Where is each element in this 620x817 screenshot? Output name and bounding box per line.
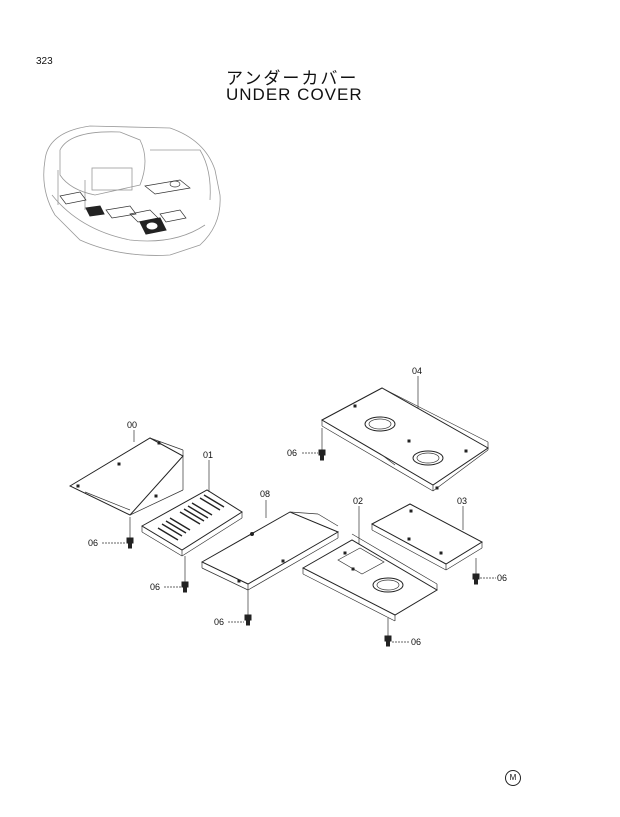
callout-06: 06 xyxy=(287,448,297,458)
title-japanese: アンダーカバー xyxy=(226,69,359,89)
bolt xyxy=(181,556,189,593)
callout-01: 01 xyxy=(203,450,213,460)
callout-03: 03 xyxy=(457,496,467,506)
title-english: UNDER COVER xyxy=(226,85,363,104)
part-01-grille-panel xyxy=(140,460,243,557)
callout-06: 06 xyxy=(150,582,160,592)
callout-02: 02 xyxy=(353,496,363,506)
bolt xyxy=(472,558,480,585)
callout-06: 06 xyxy=(214,617,224,627)
callout-00: 00 xyxy=(127,420,137,430)
callout-06: 06 xyxy=(88,538,98,548)
callout-06: 06 xyxy=(411,637,421,647)
part-02-cover-plate xyxy=(301,506,438,622)
part-08-cover-plate xyxy=(200,500,340,591)
bolt xyxy=(384,618,392,647)
part-03-cover-plate xyxy=(370,503,484,571)
page-number: 323 xyxy=(36,56,53,67)
bolts-part-06 xyxy=(102,428,496,647)
part-04-cover-plate xyxy=(320,376,489,492)
part-00-cover-plate xyxy=(68,430,184,516)
callout-08: 08 xyxy=(260,489,270,499)
machine-overview-thumbnail xyxy=(43,125,221,256)
bolt xyxy=(244,590,252,626)
bolt xyxy=(318,428,326,461)
bolt xyxy=(126,517,134,549)
manufacturer-stamp: M xyxy=(505,770,521,786)
callout-06: 06 xyxy=(497,573,507,583)
callout-04: 04 xyxy=(412,366,422,376)
